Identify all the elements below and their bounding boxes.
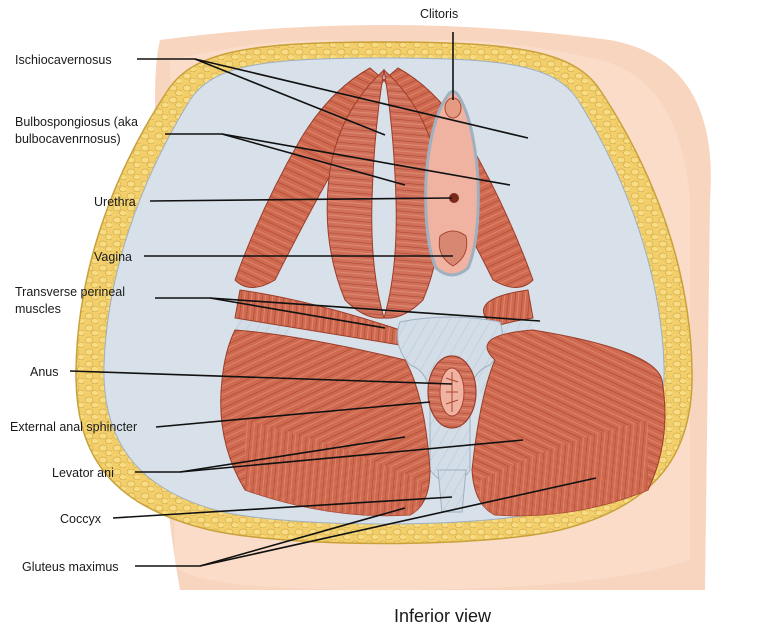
label-transverse-line2: muscles: [15, 302, 61, 316]
leader-urethra: [149, 197, 453, 202]
clitoris-shape: [444, 97, 462, 119]
vaginal-vestibule: [424, 90, 480, 277]
label-clitoris: Clitoris: [420, 7, 458, 21]
leader-coccyx: [112, 496, 453, 519]
label-vagina: Vagina: [94, 250, 132, 264]
leader-transverse-right: [209, 297, 541, 322]
label-levator-ani: Levator ani: [52, 466, 114, 480]
anal-folds: [445, 372, 459, 412]
label-ischiocavernosus: Ischiocavernosus: [15, 53, 112, 67]
label-coccyx: Coccyx: [60, 512, 102, 526]
label-external-anal-sphincter: External anal sphincter: [10, 420, 137, 434]
leader-levator-ani-right: [179, 439, 524, 473]
leader-anus: [69, 370, 453, 385]
anococcygeal-ligament: [437, 469, 467, 513]
left-gluteus-area: [245, 420, 424, 516]
leader-gluteus-right: [199, 477, 597, 567]
leader-lines: [69, 32, 597, 567]
label-transverse-line1: Transverse perineal: [15, 285, 125, 299]
caption-inferior-view: Inferior view: [394, 606, 492, 626]
urethral-opening: [449, 193, 459, 203]
label-bulbospongiosus-line1: Bulbospongiosus (aka: [15, 115, 138, 129]
label-bulbospongiosus-line2: bulbocavenrnosus): [15, 132, 121, 146]
leader-bulbospongiosus-right: [221, 133, 511, 186]
vaginal-opening: [438, 230, 468, 267]
right-gluteus-area: [478, 420, 648, 516]
label-urethra: Urethra: [94, 195, 136, 209]
label-anus: Anus: [30, 365, 59, 379]
label-gluteus-maximus: Gluteus maximus: [22, 560, 119, 574]
leader-external-anal-sphincter: [155, 401, 431, 428]
leader-ischiocavernosus-right: [194, 58, 529, 139]
